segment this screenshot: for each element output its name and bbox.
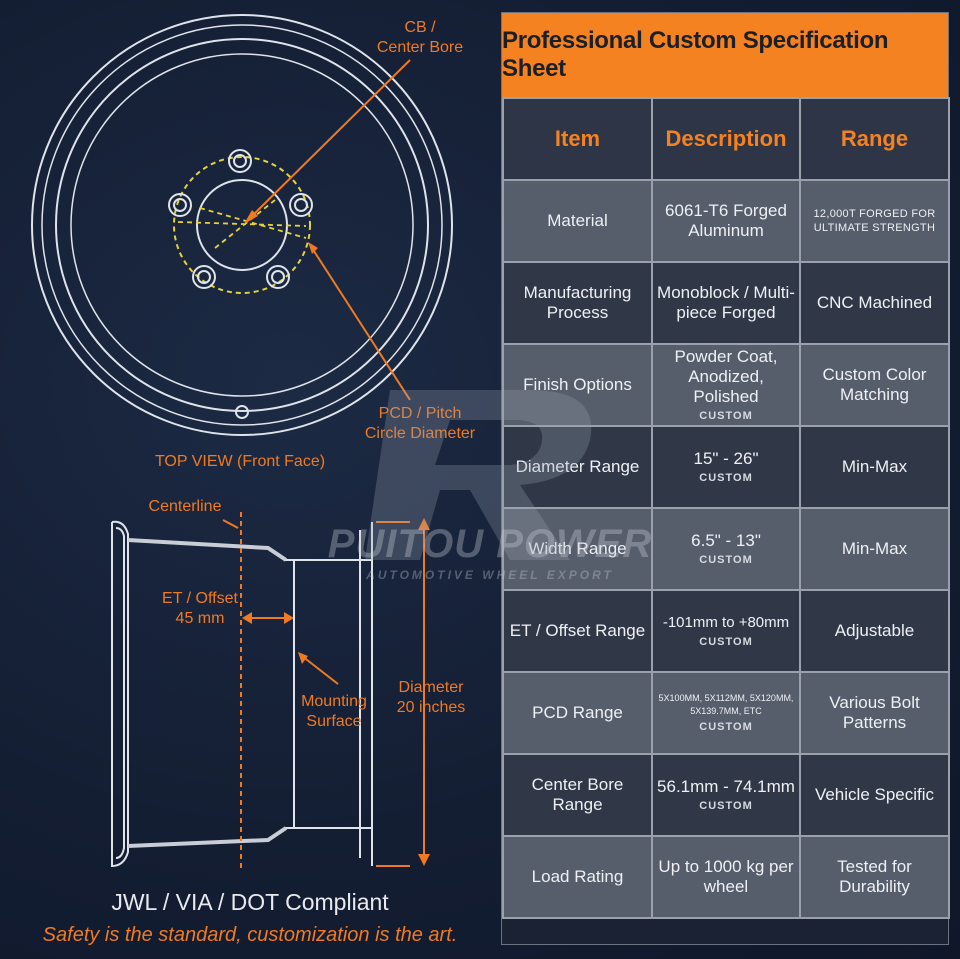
row-range: Min-Max — [799, 425, 950, 509]
dia-label-line2: 20 inches — [396, 699, 466, 716]
pcd-label: PCD / Pitch Circle Diameter — [352, 404, 488, 444]
top-view-caption: TOP VIEW (Front Face) — [154, 453, 326, 470]
watermark-sub: AUTOMOTIVE WHEEL EXPORT — [366, 568, 614, 582]
row-range: Vehicle Specific — [799, 753, 950, 837]
custom-tag: CUSTOM — [699, 472, 753, 484]
row-description-text: 15" - 26" — [693, 449, 759, 468]
row-description-text: Powder Coat, Anodized, Polished — [674, 347, 778, 406]
cb-label: CB / Center Bore — [350, 18, 490, 58]
row-item: Finish Options — [502, 343, 653, 427]
custom-tag: CUSTOM — [699, 636, 753, 648]
row-range: CNC Machined — [799, 261, 950, 345]
row-range: 12,000T FORGED FOR ULTIMATE STRENGTH — [799, 179, 950, 263]
row-description: 6061-T6 Forged Aluminum — [651, 179, 801, 263]
centerline-label: Centerline — [148, 498, 222, 515]
row-description-text: 6.5" - 13" — [691, 531, 761, 550]
custom-tag: CUSTOM — [699, 410, 753, 422]
pcd-label-line1: PCD / Pitch — [378, 405, 462, 422]
header-range: Range — [799, 97, 950, 181]
row-item: Load Rating — [502, 835, 653, 919]
table-row: Width Range 6.5" - 13" CUSTOM Min-Max — [502, 507, 950, 591]
dia-label-line1: Diameter — [398, 679, 464, 696]
row-item: PCD Range — [502, 671, 653, 755]
side-view-wheel — [111, 520, 410, 868]
tagline: Safety is the standard, customization is… — [42, 924, 458, 946]
diameter-label: Diameter 20 inches — [386, 678, 476, 718]
et-label-line1: ET / Offset — [162, 590, 238, 607]
et-offset-label: ET / Offset 45 mm — [140, 589, 260, 629]
wheel-drawing — [31, 14, 453, 870]
pcd-circle — [173, 156, 311, 294]
row-description-text: -101mm to +80mm — [662, 614, 790, 631]
row-description: Up to 1000 kg per wheel — [651, 835, 801, 919]
table-row: Manufacturing Process Monoblock / Multi-… — [502, 261, 950, 345]
row-range: Tested for Durability — [799, 835, 950, 919]
header-item: Item — [502, 97, 653, 181]
row-range: Various Bolt Patterns — [799, 671, 950, 755]
table-row: Load Rating Up to 1000 kg per wheel Test… — [502, 835, 950, 919]
compliance-text: JWL / VIA / DOT Compliant — [111, 889, 389, 915]
row-item: Manufacturing Process — [502, 261, 653, 345]
et-label-line2: 45 mm — [175, 610, 225, 627]
cb-label-line2: Center Bore — [376, 39, 464, 56]
row-range: Adjustable — [799, 589, 950, 673]
row-description-text: 5X100MM, 5X112MM, 5X120MM, 5X139.7MM, ET… — [658, 693, 794, 716]
top-view-wheel — [31, 14, 453, 436]
mount-label-line2: Surface — [306, 713, 362, 730]
header-description: Description — [651, 97, 801, 181]
row-range-text: 12,000T FORGED FOR ULTIMATE STRENGTH — [813, 208, 936, 234]
table-row: Finish Options Powder Coat, Anodized, Po… — [502, 343, 950, 427]
lug-holes — [168, 149, 313, 289]
table-row: Diameter Range 15" - 26" CUSTOM Min-Max — [502, 425, 950, 509]
pcd-label-line2: Circle Diameter — [364, 425, 476, 442]
spec-sheet: Professional Custom Specification Sheet … — [501, 12, 950, 945]
table-header-row: Item Description Range — [502, 97, 950, 181]
row-range: Custom Color Matching — [799, 343, 950, 427]
wheel-diagram: CB / Center Bore PCD / Pitch Circle Diam… — [31, 14, 490, 946]
row-description: 5X100MM, 5X112MM, 5X120MM, 5X139.7MM, ET… — [651, 671, 801, 755]
spec-table: Item Description Range Material 6061-T6 … — [502, 97, 950, 919]
table-row: Material 6061-T6 Forged Aluminum 12,000T… — [502, 179, 950, 263]
table-row: PCD Range 5X100MM, 5X112MM, 5X120MM, 5X1… — [502, 671, 950, 755]
row-description: 6.5" - 13" CUSTOM — [651, 507, 801, 591]
row-item: Diameter Range — [502, 425, 653, 509]
row-item: Center Bore Range — [502, 753, 653, 837]
mount-label-line1: Mounting — [301, 693, 367, 710]
row-item: Width Range — [502, 507, 653, 591]
cb-label-line1: CB / — [404, 19, 436, 36]
sheet-title: Professional Custom Specification Sheet — [502, 13, 948, 97]
custom-tag: CUSTOM — [699, 554, 753, 566]
custom-tag: CUSTOM — [699, 800, 753, 812]
row-range: Min-Max — [799, 507, 950, 591]
custom-tag: CUSTOM — [699, 721, 753, 733]
mounting-surface-label: Mounting Surface — [296, 692, 372, 732]
row-description: Monoblock / Multi-piece Forged — [651, 261, 801, 345]
callout-arrows — [222, 59, 425, 862]
watermark-brand: PUITOU POWER — [327, 522, 653, 566]
row-description: 15" - 26" CUSTOM — [651, 425, 801, 509]
row-item: ET / Offset Range — [502, 589, 653, 673]
row-item: Material — [502, 179, 653, 263]
row-description-text: 56.1mm - 74.1mm — [657, 777, 795, 796]
